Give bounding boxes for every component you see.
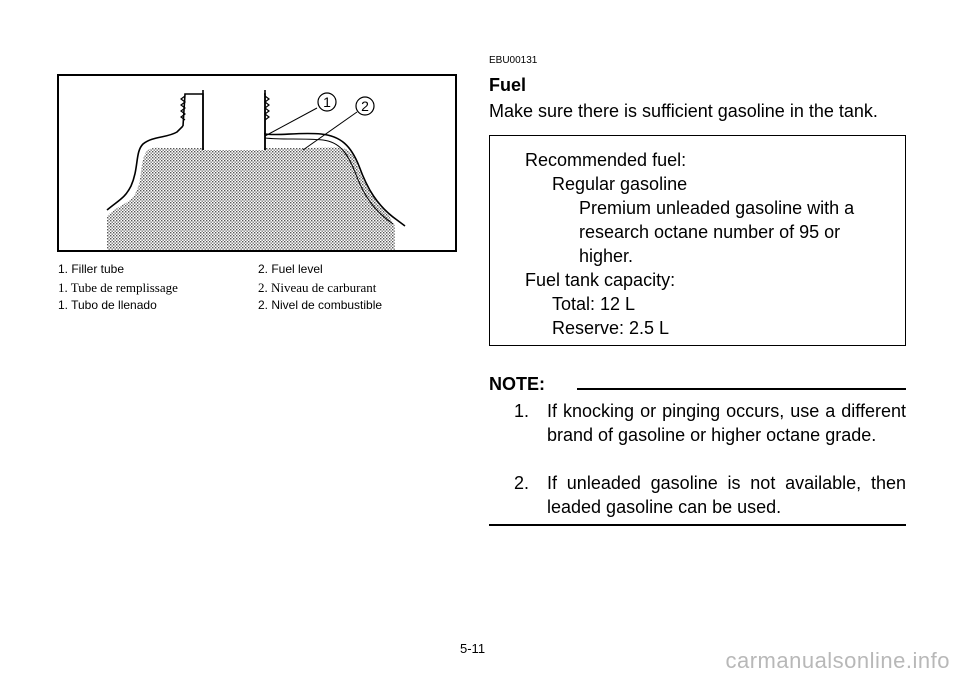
fuel-type: Regular gasoline	[552, 174, 688, 194]
premium-line-3: higher.	[579, 246, 634, 266]
reserve-capacity: Reserve: 2.5 L	[552, 318, 670, 338]
note-item-2-text: If unleaded gasoline is not available, t…	[547, 473, 906, 517]
note-item-2-number: 2.	[514, 473, 530, 493]
note-item-1-text: If knocking or pinging occurs, use a dif…	[547, 401, 906, 445]
note-item-1-number: 1.	[514, 401, 530, 421]
premium-line-1: Premium unleaded gasoline with a	[579, 198, 855, 218]
caption-fr-fuel-level: 2. Niveau de carburant	[258, 280, 377, 295]
note-label: NOTE:	[489, 374, 545, 394]
section-intro: Make sure there is sufficient gasoline i…	[489, 101, 878, 121]
fuel-spec-box: Recommended fuel: Regular gasoline Premi…	[489, 135, 906, 346]
caption-fr-filler-tube: 1. Tube de remplissage	[58, 280, 178, 295]
callout-2-label: 2	[361, 98, 369, 114]
premium-line-2: research octane number of 95 or	[579, 222, 841, 242]
page-number: 5-11	[460, 641, 486, 656]
note-top-rule	[577, 388, 906, 390]
fuel-tank-capacity-label: Fuel tank capacity:	[525, 270, 676, 290]
total-capacity: Total: 12 L	[552, 294, 636, 314]
caption-en-fuel-level: 2. Fuel level	[258, 262, 323, 276]
watermark: carmanualsonline.info	[725, 648, 950, 673]
note-bottom-rule	[489, 524, 906, 526]
callout-1-label: 1	[323, 94, 331, 110]
caption-es-filler-tube: 1. Tubo de llenado	[58, 298, 157, 312]
section-code: EBU00131	[489, 55, 538, 66]
fuel-tank-illustration: 1 2	[57, 74, 457, 252]
caption-es-fuel-level: 2. Nivel de combustible	[258, 298, 383, 312]
callout-1-circle	[317, 92, 337, 112]
section-title: Fuel	[489, 75, 527, 95]
callout-2-circle	[355, 96, 375, 116]
caption-en-filler-tube: 1. Filler tube	[58, 262, 125, 276]
recommended-fuel-label: Recommended fuel:	[525, 150, 687, 170]
fuel-tank-drawing: 1 2	[106, 90, 406, 250]
